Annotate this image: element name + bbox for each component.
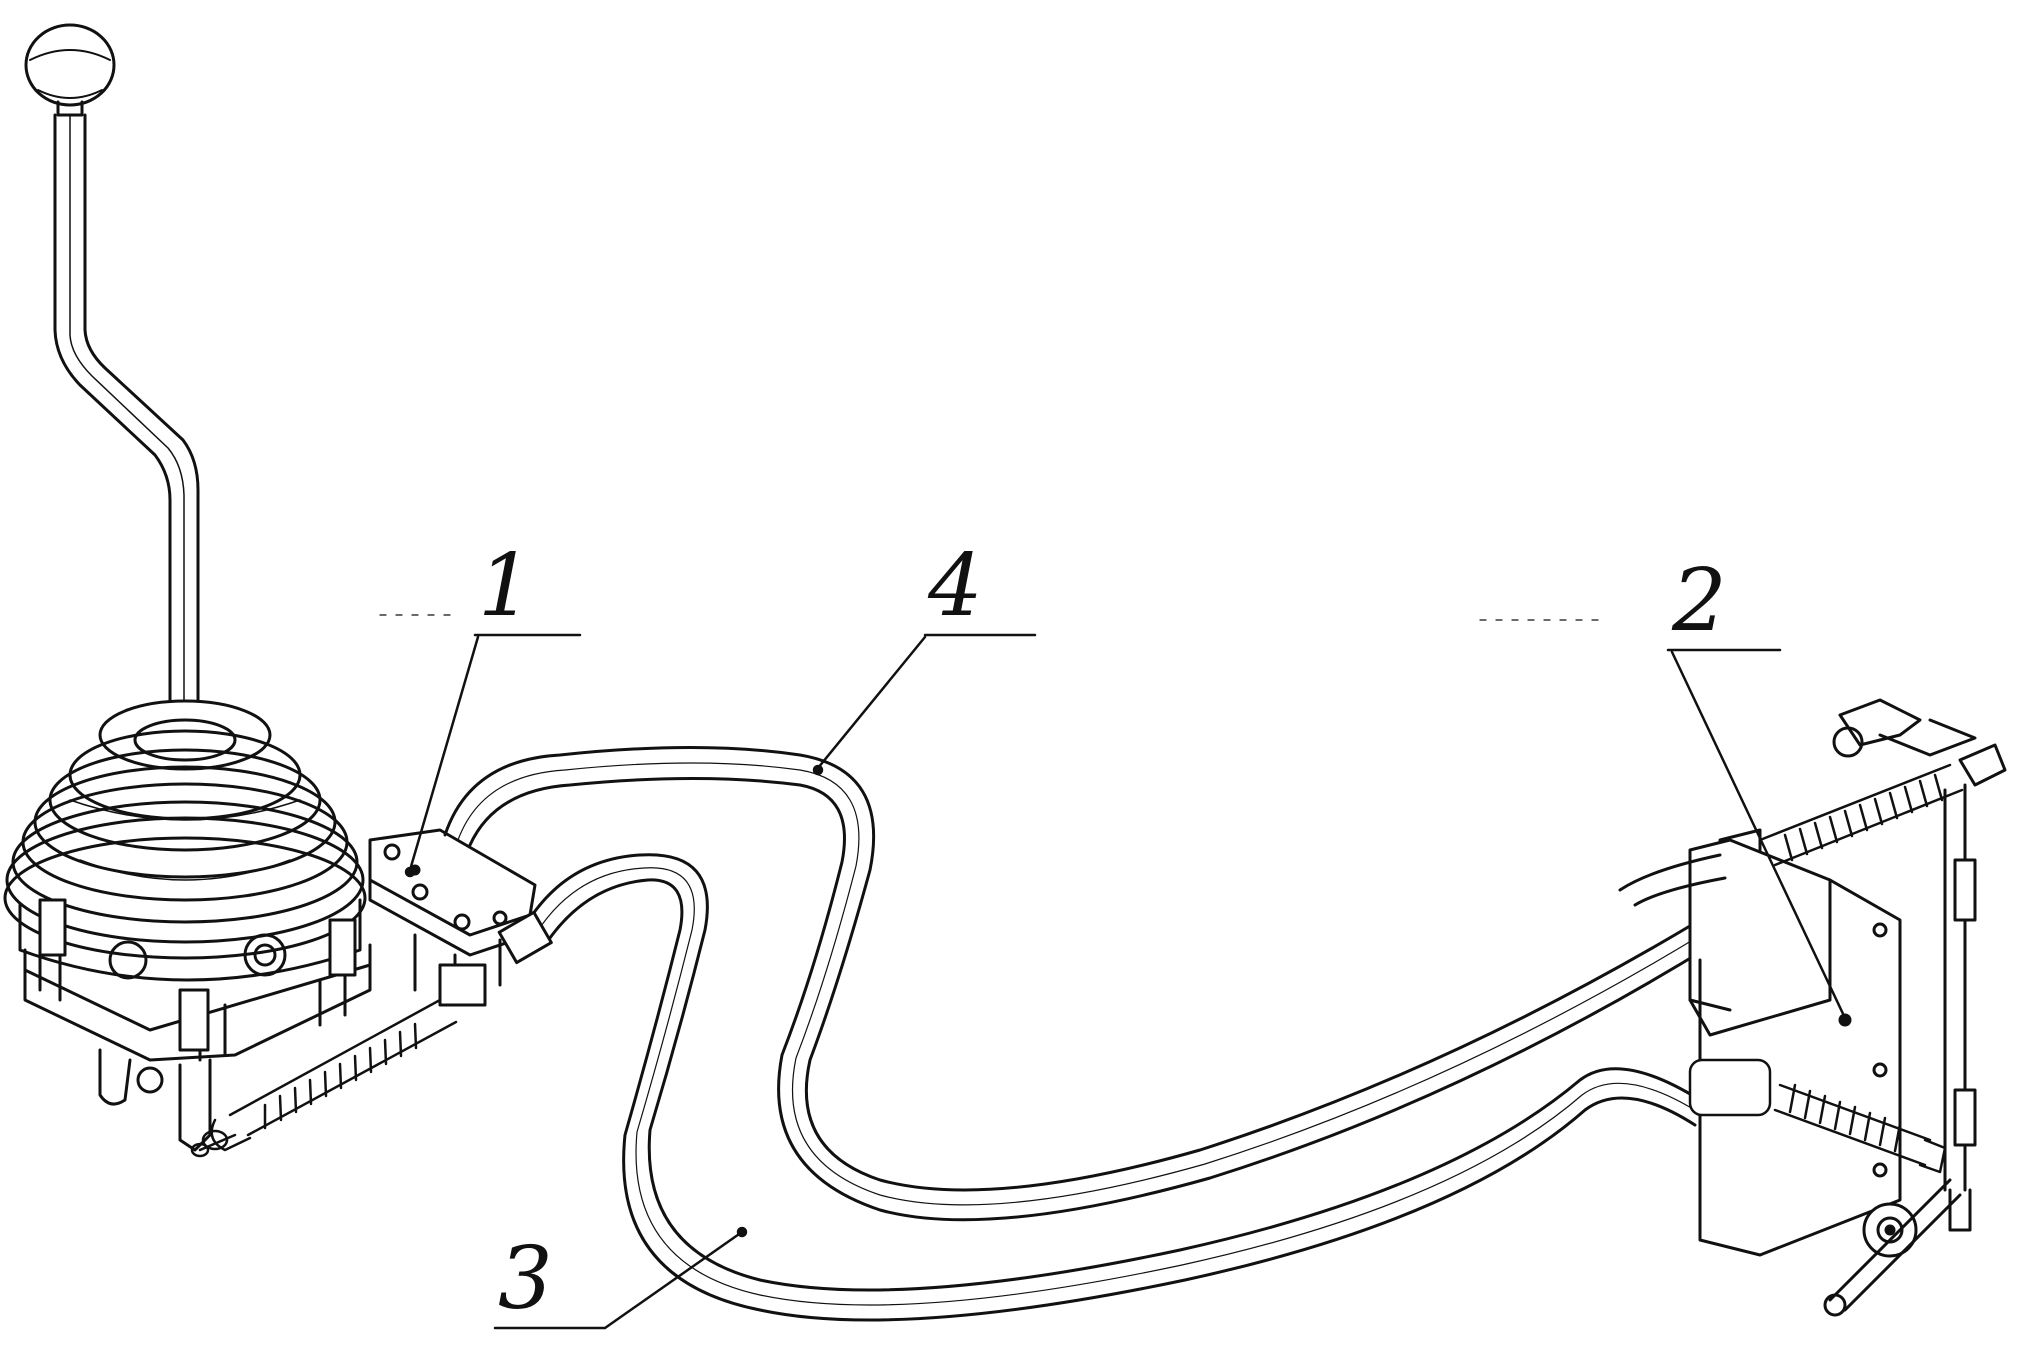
lower-right-spring <box>1688 1058 1947 1174</box>
upper-right-spring <box>1758 763 1964 867</box>
mounting-plate <box>368 828 537 1007</box>
gear-boot <box>3 699 367 982</box>
upper-right-bracket <box>1832 698 2007 1232</box>
gear-lever <box>24 23 200 742</box>
leader-lines <box>404 633 1851 1330</box>
callouts: 1 2 3 4 <box>478 536 1727 1329</box>
callout-4: 4 <box>927 536 983 636</box>
right-selector-mechanism <box>1618 828 1902 1257</box>
cable-3 <box>497 853 1702 1322</box>
callout-2: 2 <box>1671 551 1727 651</box>
left-return-spring <box>190 998 458 1158</box>
cable-4 <box>443 746 1714 1222</box>
leader-3 <box>493 1230 744 1330</box>
leader-4 <box>816 633 1037 770</box>
pulley-wheel <box>1823 1178 1962 1317</box>
construction-lines <box>379 614 1601 621</box>
callout-1: 1 <box>478 536 533 636</box>
leader-2 <box>1666 648 1847 1020</box>
leader-1 <box>408 633 582 872</box>
callout-3: 3 <box>498 1229 553 1329</box>
lever-housing <box>23 898 372 1152</box>
